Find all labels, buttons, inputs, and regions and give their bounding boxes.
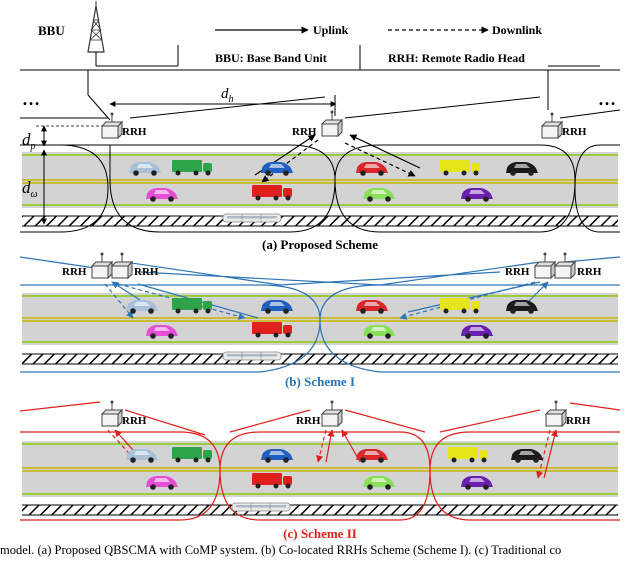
rrh-icon: [321, 110, 343, 137]
uplink-legend-label: Uplink: [313, 23, 349, 37]
rrh-icon: [541, 112, 563, 139]
rrh-icon: [101, 400, 123, 427]
rrh-label: RRH: [122, 415, 147, 427]
dw-label: dω: [22, 178, 38, 200]
rrh-definition: RRH: Remote Radio Head: [388, 51, 525, 65]
bbu-tower-icon: [87, 1, 105, 53]
train-icon: [222, 213, 282, 223]
rrh-label: RRH: [566, 415, 591, 427]
downlink-arrow: [261, 139, 319, 183]
downlink-arrow: [344, 142, 416, 177]
rail-track-c: [22, 505, 618, 515]
coverage-zone-a1: [30, 144, 336, 233]
train-icon: [222, 351, 282, 361]
coverage-zone-a2: [334, 144, 576, 233]
downlink-legend-label: Downlink: [492, 23, 542, 37]
ellipsis-right: …: [598, 89, 616, 109]
ellipsis-left: …: [22, 89, 40, 109]
panel-a: dp dω RRH RRH RRH: [20, 110, 620, 233]
rrh-label: RRH: [562, 126, 587, 138]
rrh-label: RRH: [62, 266, 87, 278]
rrh-icon: [91, 252, 113, 279]
dh-label: dh: [221, 86, 234, 105]
caption-a: (a) Proposed Scheme: [262, 237, 378, 252]
coverage-zone-c2: [219, 409, 431, 521]
rrh-label: RRH: [122, 126, 147, 138]
panel-c: RRH RRH RRH: [19, 400, 621, 521]
rrh-label: RRH: [577, 266, 602, 278]
rrh-label: RRH: [296, 415, 321, 427]
bbu-definition: BBU: Base Band Unit: [215, 51, 327, 65]
uplink-arrow: [349, 134, 421, 169]
caption-c: (c) Scheme II: [283, 526, 357, 541]
rrh-icon: [554, 252, 576, 279]
figure-caption: model. (a) Proposed QBSCMA with CoMP sys…: [0, 543, 562, 557]
rrh-icon: [101, 112, 123, 139]
bbu-label: BBU: [38, 23, 65, 38]
rail-track-a: [22, 216, 618, 226]
caption-b: (b) Scheme I: [285, 374, 355, 389]
rrh-icon: [111, 252, 133, 279]
rrh-icon: [534, 252, 556, 279]
rrh-icon: [545, 400, 567, 427]
coverage-zone-b2: [20, 256, 621, 373]
rrh-label: RRH: [505, 266, 530, 278]
rrh-label: RRH: [134, 266, 159, 278]
panel-b: RRH RRH RRH RRH: [19, 252, 621, 373]
coverage-zone-c3: [429, 402, 621, 521]
dp-label: dp: [22, 130, 36, 152]
train-icon: [231, 502, 291, 512]
rrh-icon: [321, 400, 343, 427]
rail-track-b: [22, 354, 618, 364]
